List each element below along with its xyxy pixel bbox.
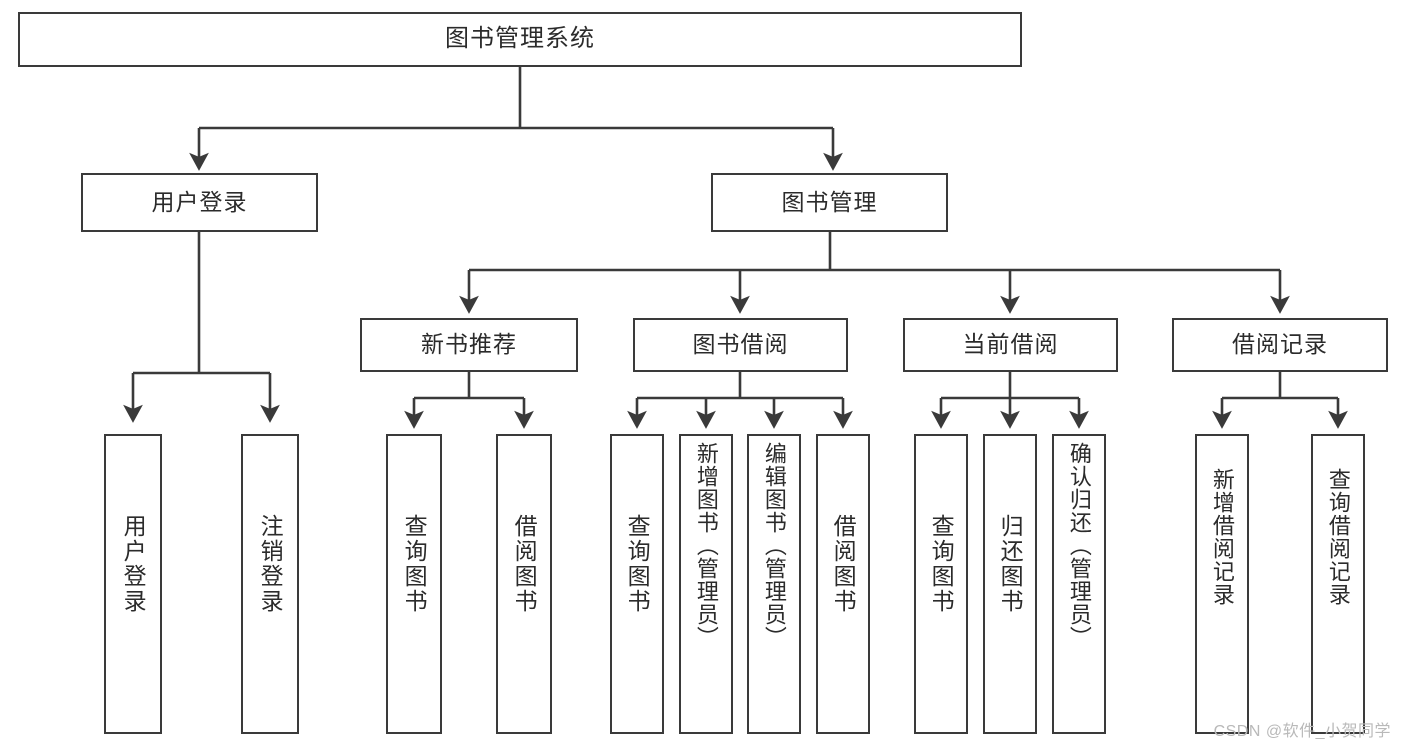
node-label: 查询借阅记录 — [1325, 468, 1351, 606]
node-label: 查询图书 — [401, 514, 428, 614]
node-label: 新增图书（管理员） — [693, 442, 719, 649]
node-leaf-add-book[interactable]: 新增图书（管理员） — [679, 434, 733, 734]
node-leaf-user-login[interactable]: 用户登录 — [104, 434, 162, 734]
node-leaf-query-book-1[interactable]: 查询图书 — [386, 434, 442, 734]
node-leaf-return-book[interactable]: 归还图书 — [983, 434, 1037, 734]
node-label: 图书借阅 — [692, 331, 789, 358]
node-label: 借阅记录 — [1232, 331, 1328, 358]
node-label: 图书管理系统 — [445, 25, 595, 53]
node-leaf-borrow-book-2[interactable]: 借阅图书 — [816, 434, 870, 734]
node-label: 查询图书 — [928, 514, 955, 614]
node-new-book-recommend[interactable]: 新书推荐 — [360, 318, 578, 372]
node-book-borrow[interactable]: 图书借阅 — [633, 318, 848, 372]
node-borrow-record[interactable]: 借阅记录 — [1172, 318, 1388, 372]
node-label: 用户登录 — [120, 514, 147, 614]
node-user-login[interactable]: 用户登录 — [81, 173, 318, 232]
watermark-text: CSDN @软件_小贺同学 — [1213, 723, 1391, 740]
node-label: 新增借阅记录 — [1209, 468, 1235, 606]
node-label: 借阅图书 — [511, 514, 538, 614]
node-leaf-query-book-3[interactable]: 查询图书 — [914, 434, 968, 734]
node-label: 当前借阅 — [962, 331, 1059, 358]
node-label: 查询图书 — [624, 514, 651, 614]
node-label: 注销登录 — [257, 514, 284, 614]
node-leaf-logout[interactable]: 注销登录 — [241, 434, 299, 734]
node-leaf-borrow-book-1[interactable]: 借阅图书 — [496, 434, 552, 734]
node-leaf-edit-book[interactable]: 编辑图书（管理员） — [747, 434, 801, 734]
node-label: 归还图书 — [997, 514, 1024, 614]
node-label: 新书推荐 — [421, 331, 517, 358]
node-leaf-add-record[interactable]: 新增借阅记录 — [1195, 434, 1249, 734]
node-leaf-confirm-return[interactable]: 确认归还（管理员） — [1052, 434, 1106, 734]
node-book-manage[interactable]: 图书管理 — [711, 173, 948, 232]
node-label: 编辑图书（管理员） — [761, 442, 787, 649]
node-label: 借阅图书 — [830, 514, 857, 614]
node-root-book-management-system[interactable]: 图书管理系统 — [18, 12, 1022, 67]
node-leaf-query-book-2[interactable]: 查询图书 — [610, 434, 664, 734]
node-label: 用户登录 — [151, 188, 248, 215]
node-current-borrow[interactable]: 当前借阅 — [903, 318, 1118, 372]
node-label: 确认归还（管理员） — [1066, 442, 1092, 649]
node-leaf-query-record[interactable]: 查询借阅记录 — [1311, 434, 1365, 734]
node-label: 图书管理 — [781, 188, 878, 215]
